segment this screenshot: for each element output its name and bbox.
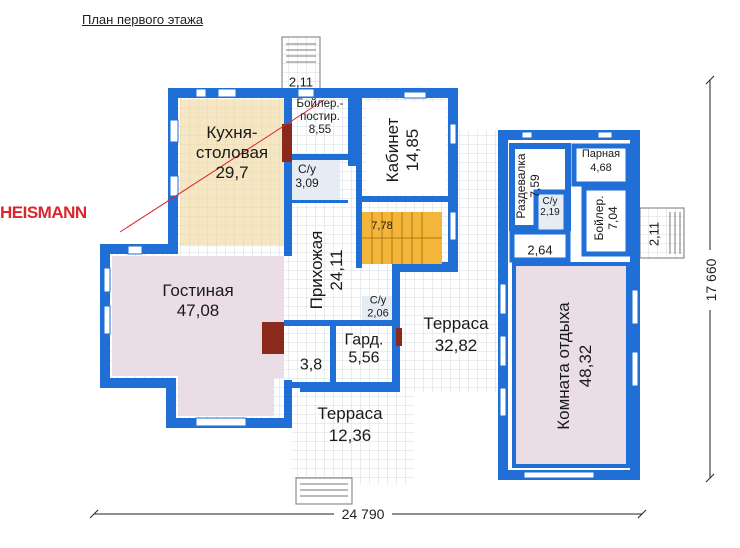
radiator-wardrobe xyxy=(396,328,402,346)
room-area: 7,59 xyxy=(528,174,542,198)
room-name: Гостиная xyxy=(162,281,233,300)
room-area: 47,08 xyxy=(177,301,220,320)
room-area: 2,19 xyxy=(540,207,560,218)
room-area: 24,11 xyxy=(327,249,346,290)
living-floor xyxy=(112,256,284,416)
wc1-floor xyxy=(292,160,340,200)
room-name: столовая xyxy=(196,143,268,162)
room-area: 5,56 xyxy=(348,350,379,367)
room-area: 32,82 xyxy=(435,336,478,355)
room-label-stair: 7,78 xyxy=(371,220,392,232)
room-name: Комната отдыха xyxy=(554,302,573,430)
room-label-terrace-small: Терраса 12,36 xyxy=(317,404,383,445)
room-label-wardrobe: Гард.5,56 xyxy=(345,332,384,367)
room-label-boiler2: Бойлер.7,04 xyxy=(592,196,620,241)
dimension-width: 24 790 xyxy=(342,506,385,522)
wc2-floor xyxy=(362,296,392,320)
room-area: 29,7 xyxy=(215,163,248,182)
room-name: С/у xyxy=(298,162,316,176)
room-name: Бойлер. xyxy=(592,196,606,241)
room-area: 3,09 xyxy=(295,176,319,190)
porch-right-floor xyxy=(639,207,685,259)
windows xyxy=(103,88,639,479)
room-area: 7,04 xyxy=(606,206,620,230)
room-name: Кухня- xyxy=(206,123,257,142)
chimney-living xyxy=(262,322,284,354)
room-name: С/у xyxy=(370,294,387,306)
cabinet-floor xyxy=(366,102,446,194)
steps-right xyxy=(669,212,681,254)
steps-bottom xyxy=(295,477,353,505)
room-area: 2,11 xyxy=(647,222,662,246)
room-label-porch-right: 2,11 xyxy=(647,222,662,246)
porch-top-floor xyxy=(281,36,321,90)
room-name: Кабинет xyxy=(383,117,402,182)
room-name: Терраса xyxy=(317,404,383,423)
room-label-wc3: С/у2,19 xyxy=(540,196,560,218)
room-name: Парная xyxy=(582,148,620,160)
room-label-wc2: С/у2,06 xyxy=(367,294,388,319)
room-name: Терраса xyxy=(423,314,489,333)
steps-bottom-lines xyxy=(300,483,348,497)
room-area: 8,55 xyxy=(309,124,331,136)
room-area: 2,64 xyxy=(527,243,552,258)
terrace-small-floor xyxy=(292,388,414,484)
room-area: 14,85 xyxy=(403,129,422,172)
room-area: 2,11 xyxy=(289,75,313,90)
dim-width-bg xyxy=(334,505,392,523)
room-label-closet: 3,8 xyxy=(300,357,322,374)
sauna-building xyxy=(498,130,640,480)
dimension-height: 17 660 xyxy=(703,258,719,301)
room-label-wc1: С/у3,09 xyxy=(295,162,319,190)
brand-leader-line xyxy=(119,99,325,233)
room-area: 48,32 xyxy=(576,345,595,388)
room-label-vest2: 2,64 xyxy=(527,243,552,258)
room-label-sauna: Парная 4,68 xyxy=(582,148,620,174)
room-name: С/у xyxy=(543,196,558,207)
room-name: постир. xyxy=(300,111,340,123)
interior-walls xyxy=(284,98,448,382)
steps-top xyxy=(286,43,316,63)
room-name: Раздевалка xyxy=(514,153,528,218)
kitchen-floor xyxy=(180,100,284,246)
room-label-terrace-big: Терраса 32,82 xyxy=(423,314,489,355)
chimney-kitchen xyxy=(282,124,292,162)
room-name: Прихожая xyxy=(307,231,326,310)
room-area: 2,06 xyxy=(367,307,388,319)
stair-lines xyxy=(362,212,442,264)
brand-logo: HEISMANN xyxy=(0,203,87,222)
room-area: 3,8 xyxy=(300,357,322,374)
room-area: 7,78 xyxy=(371,220,392,232)
room-name: Бойлер.- xyxy=(297,98,344,110)
page-title: План первого этажа xyxy=(82,12,204,27)
room-area: 12,36 xyxy=(329,426,372,445)
room-name: Гард. xyxy=(345,332,384,349)
room-label-porch-top: 2,11 xyxy=(289,75,313,90)
room-area: 4,68 xyxy=(590,162,611,174)
dim-height-bg xyxy=(700,250,720,310)
room-label-boiler1: Бойлер.-постир.8,55 xyxy=(297,98,344,136)
